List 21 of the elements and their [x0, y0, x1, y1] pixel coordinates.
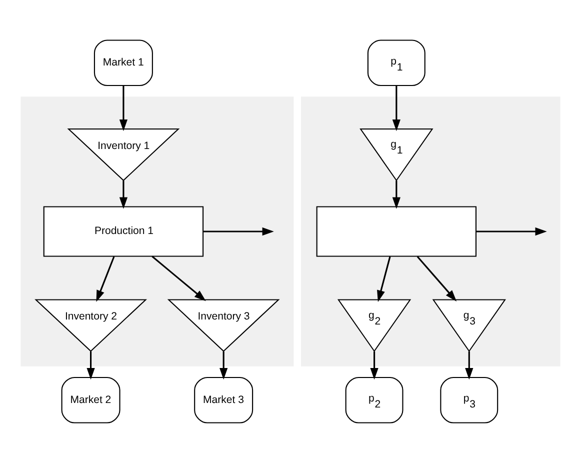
- arrow: [220, 351, 228, 380]
- node-box: Market 2: [61, 376, 120, 424]
- node-box: Market 3: [194, 376, 254, 424]
- arrow: [119, 86, 128, 132]
- arrow: [119, 180, 128, 209]
- node-box: Production 1: [43, 206, 204, 257]
- arrow: [203, 227, 274, 236]
- cluster: [301, 96, 560, 366]
- node-box: Market 1: [94, 40, 153, 86]
- cluster: [20, 96, 294, 366]
- arrow: [392, 180, 400, 209]
- arrow: [370, 351, 378, 380]
- arrow: [392, 86, 400, 132]
- arrow: [465, 351, 474, 380]
- arrow: [96, 256, 115, 302]
- arrow: [377, 256, 391, 302]
- arrow: [86, 351, 95, 380]
- arrow: [416, 256, 457, 302]
- arrow: [476, 227, 547, 236]
- arrow: [152, 256, 206, 302]
- node-box: [316, 206, 477, 257]
